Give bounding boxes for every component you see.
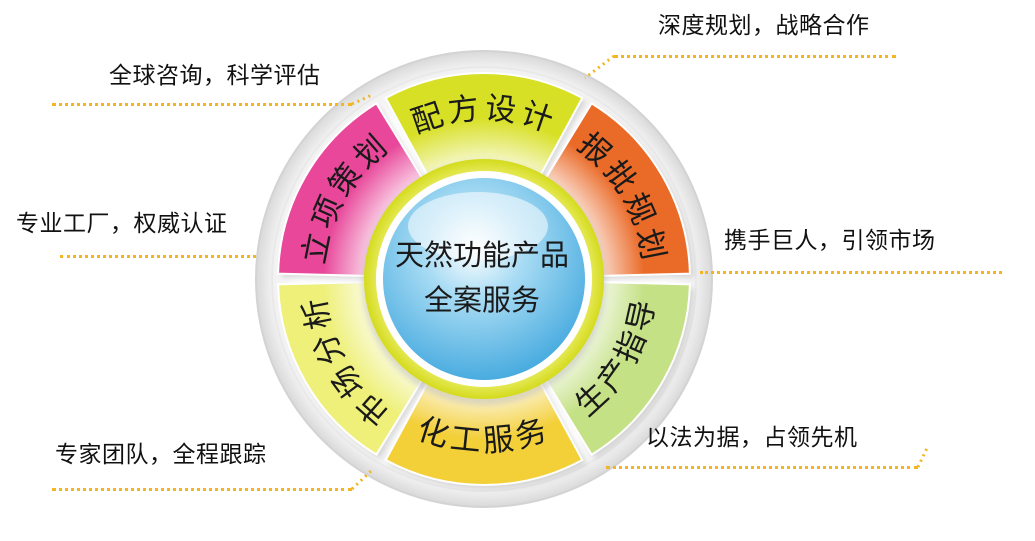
outer-ring-inner-edge [271,66,697,492]
callout-expert-team: 专家团队，全程跟踪 [55,442,267,468]
callout-hand-in-hand: 携手巨人，引领市场 [724,228,936,254]
leader-deep-planning [614,55,896,58]
leader-expert-team [52,488,352,491]
callout-law-based: 以法为据，占领先机 [646,425,858,451]
leader-global-consulting [52,103,352,106]
callout-professional-factory: 专业工厂，权威认证 [16,211,228,237]
leader-law-based [606,466,918,469]
center-highlight [408,192,548,260]
callout-global-consulting: 全球咨询，科学评估 [109,63,321,89]
center-title-line1: 天然功能产品 [395,238,569,272]
leader-hand-in-hand [700,271,1002,274]
center-title-line2: 全案服务 [424,283,540,317]
leader-professional-factory [60,255,256,258]
callout-deep-planning: 深度规划，战略合作 [658,13,870,39]
